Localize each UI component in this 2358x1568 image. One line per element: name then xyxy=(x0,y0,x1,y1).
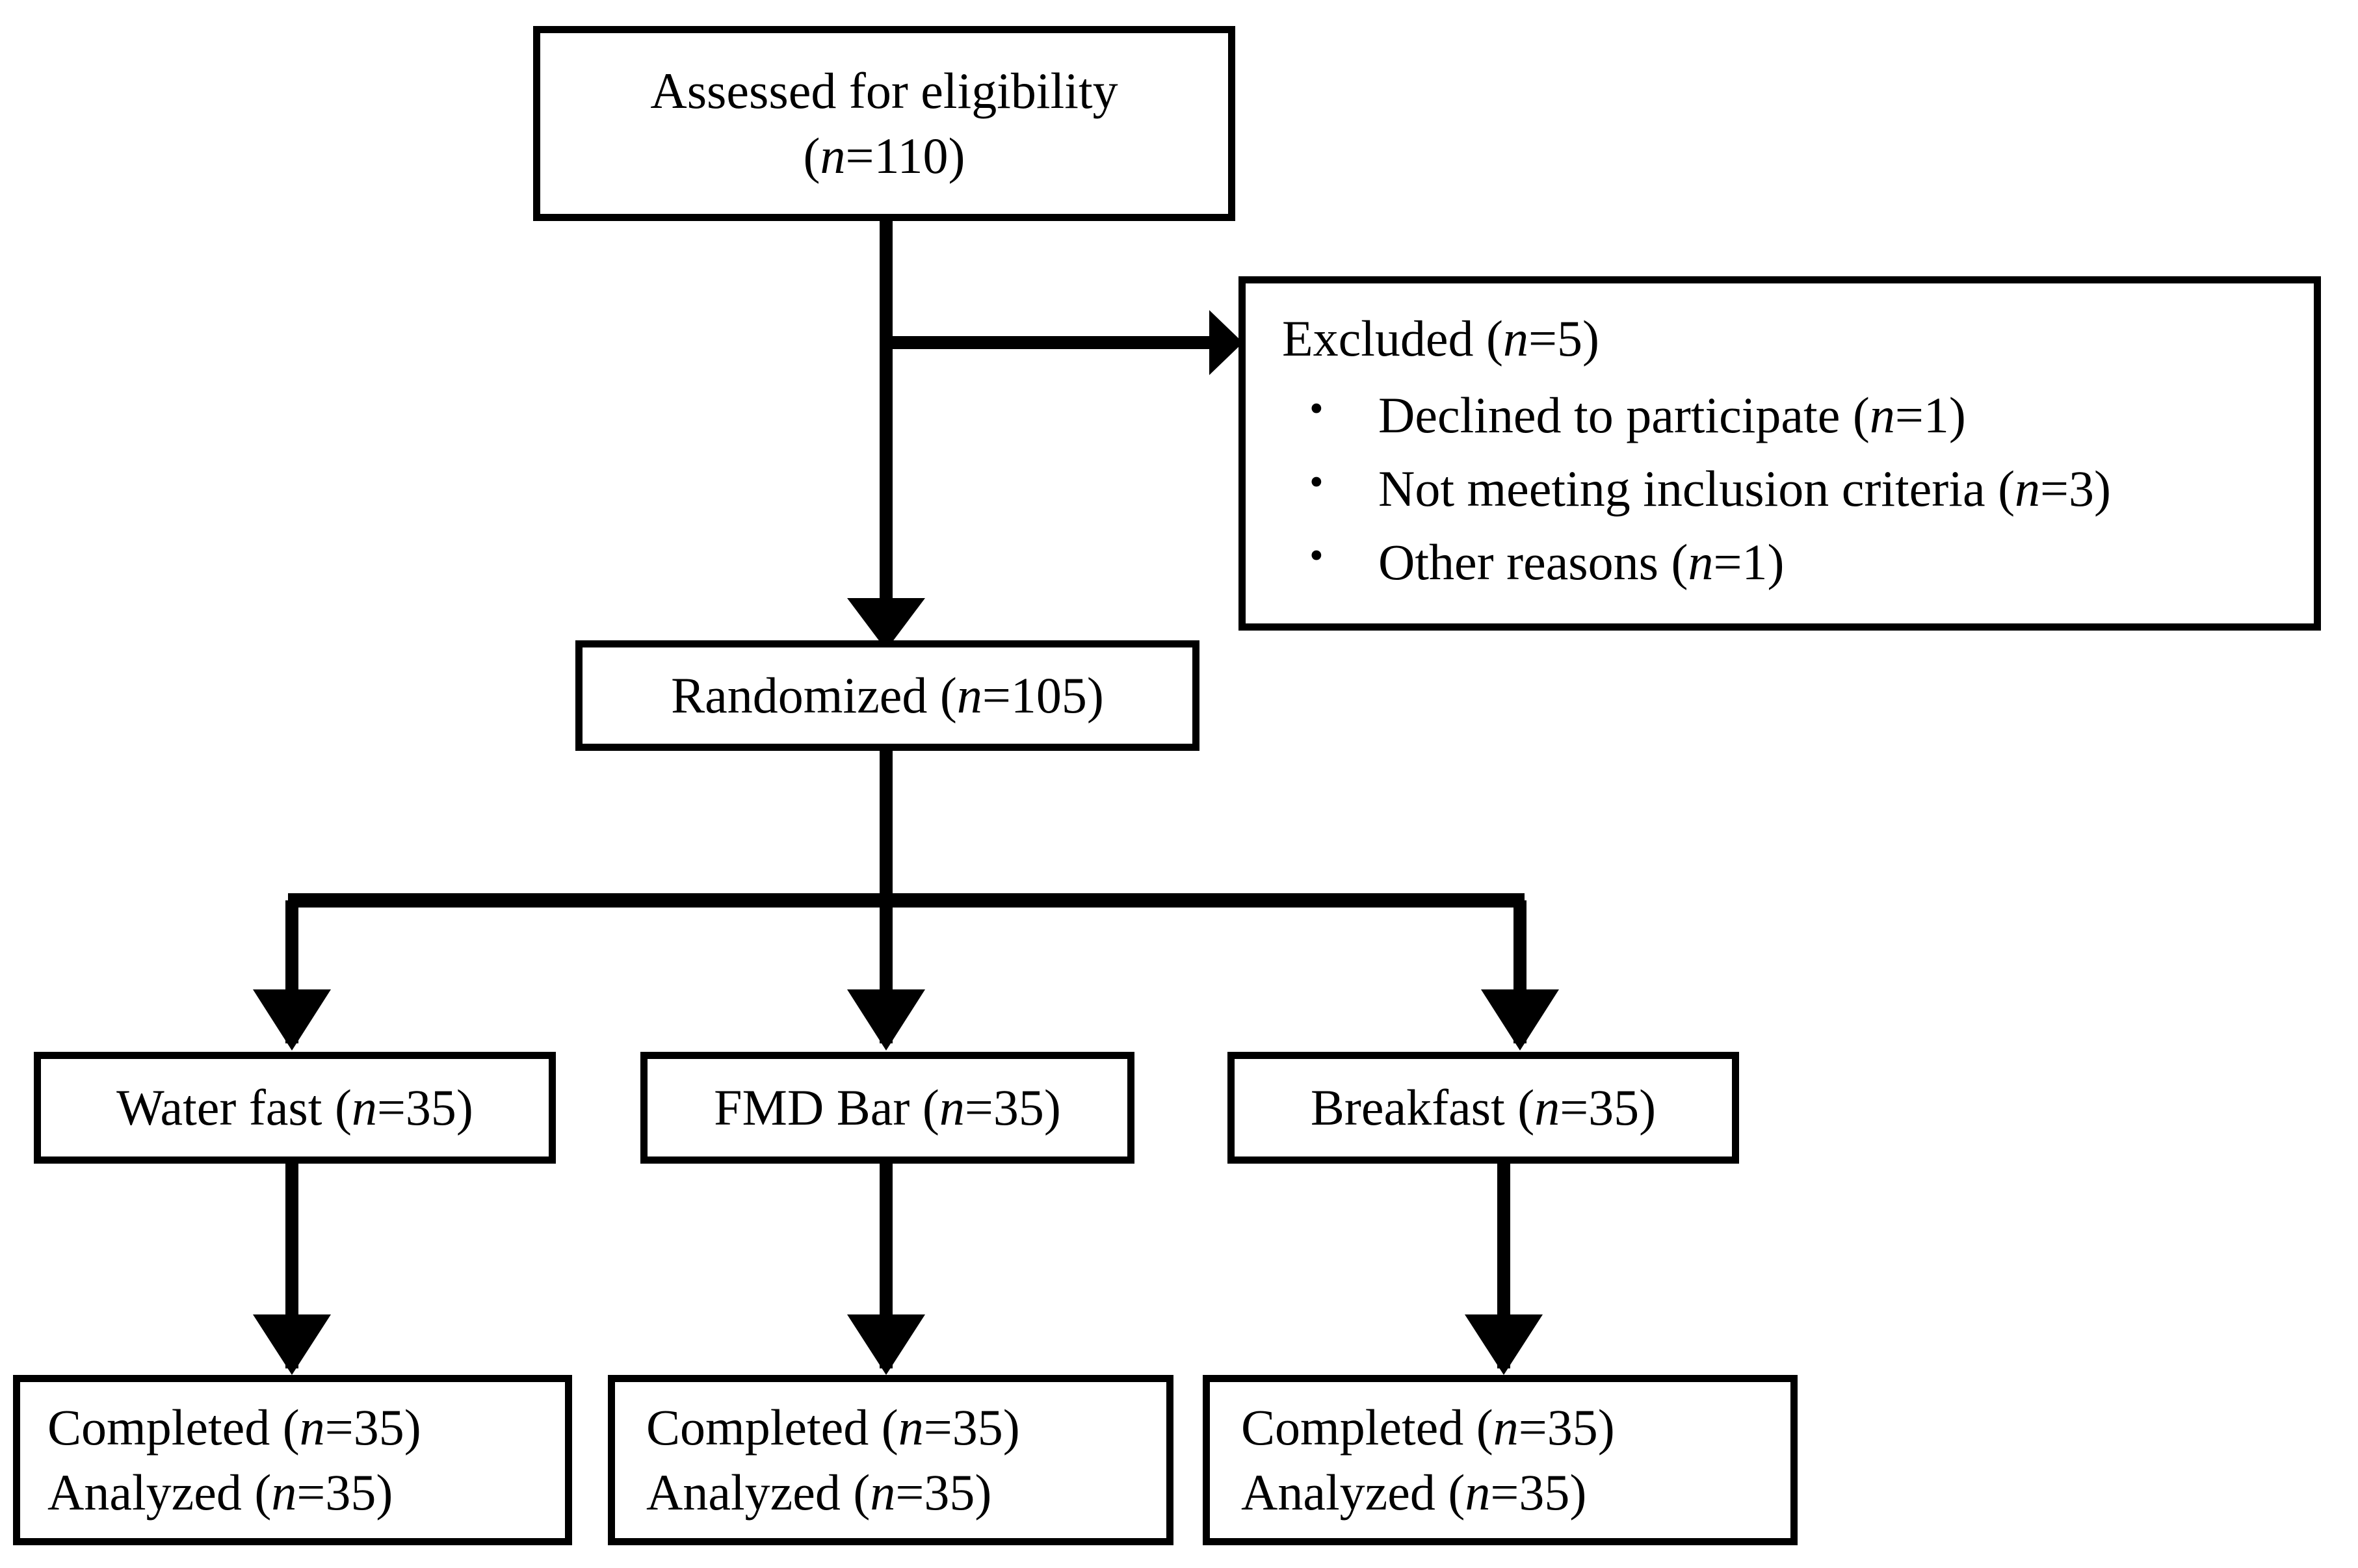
node-arm-water-fast: Water fast (n=35) xyxy=(34,1052,556,1164)
outcome-2-analyzed-n-symbol: n xyxy=(870,1464,896,1521)
node-arm-breakfast: Breakfast (n=35) xyxy=(1227,1052,1739,1164)
arm-water-fast-prefix: Water fast ( xyxy=(116,1079,352,1136)
outcome-3-analyzed-n-symbol: n xyxy=(1465,1464,1491,1521)
arm-breakfast-n-symbol: n xyxy=(1534,1079,1560,1136)
arrowhead-outcome-1 xyxy=(253,1314,331,1375)
outcome-1-analyzed-n-symbol: n xyxy=(271,1464,297,1521)
randomized-label: Randomized (n=105) xyxy=(671,663,1104,728)
outcome-2-completed-n-value: =35) xyxy=(923,1399,1020,1456)
node-excluded: Excluded (n=5) •Declined to participate … xyxy=(1238,276,2321,631)
outcome-1-completed-prefix: Completed ( xyxy=(47,1399,300,1456)
arrowhead-outcome-3 xyxy=(1465,1314,1543,1375)
eligibility-n-symbol: n xyxy=(820,127,846,184)
outcome-2-completed-prefix: Completed ( xyxy=(646,1399,898,1456)
outcome-3-completed-n-symbol: n xyxy=(1493,1399,1519,1456)
node-assessed-for-eligibility: Assessed for eligibility (n=110) xyxy=(533,26,1235,221)
randomized-prefix: Randomized ( xyxy=(671,667,957,724)
outcome-1-completed-n-value: =35) xyxy=(324,1399,421,1456)
arm-fmd-bar-n-symbol: n xyxy=(939,1079,965,1136)
outcome-3-completed: Completed (n=35) xyxy=(1241,1395,1615,1460)
excluded-reason-other-n-value: =1) xyxy=(1713,533,1785,590)
arm-fmd-bar-label: FMD Bar (n=35) xyxy=(714,1075,1061,1140)
node-outcome-fmd-bar: Completed (n=35) Analyzed (n=35) xyxy=(608,1375,1173,1545)
eligibility-title: Assessed for eligibility xyxy=(650,62,1118,120)
excluded-reason-declined-n-value: =1) xyxy=(1894,386,1966,443)
arrowhead-arm-1 xyxy=(253,989,331,1051)
excluded-heading: Excluded (n=5) xyxy=(1282,308,1599,369)
randomized-n-symbol: n xyxy=(956,667,982,724)
outcome-2-completed: Completed (n=35) xyxy=(646,1395,1020,1460)
bullet-icon: • xyxy=(1309,533,1324,578)
arm-fmd-bar-n-value: =35) xyxy=(964,1079,1061,1136)
outcome-3-analyzed-prefix: Analyzed ( xyxy=(1241,1464,1465,1521)
excluded-reasons-list: •Declined to participate (n=1) •Not meet… xyxy=(1282,378,2111,599)
bullet-icon: • xyxy=(1309,460,1324,504)
eligibility-paren-open: ( xyxy=(803,127,820,184)
outcome-1-completed: Completed (n=35) xyxy=(47,1395,421,1460)
outcome-2-analyzed-prefix: Analyzed ( xyxy=(646,1464,871,1521)
node-outcome-water-fast: Completed (n=35) Analyzed (n=35) xyxy=(13,1375,572,1545)
outcome-1-analyzed-prefix: Analyzed ( xyxy=(47,1464,272,1521)
excluded-reason-other: • Other reasons (n=1) xyxy=(1305,525,2111,599)
excluded-reason-not-meeting-criteria-text: Not meeting inclusion criteria ( xyxy=(1378,460,2015,517)
node-outcome-breakfast: Completed (n=35) Analyzed (n=35) xyxy=(1203,1375,1798,1545)
arrowhead-arm-2 xyxy=(847,989,925,1051)
bullet-icon: • xyxy=(1309,386,1324,431)
eligibility-n-value: =110) xyxy=(845,127,965,184)
arrowhead-outcome-2 xyxy=(847,1314,925,1375)
excluded-reason-declined: • Declined to participate (n=1) xyxy=(1305,378,2111,452)
arm-breakfast-n-value: =35) xyxy=(1560,1079,1657,1136)
outcome-3-completed-n-value: =35) xyxy=(1518,1399,1615,1456)
eligibility-count: (n=110) xyxy=(803,124,965,189)
arm-water-fast-n-symbol: n xyxy=(351,1079,377,1136)
excluded-reason-other-text: Other reasons ( xyxy=(1378,533,1688,590)
outcome-1-analyzed: Analyzed (n=35) xyxy=(47,1460,393,1525)
excluded-n-symbol: n xyxy=(1503,310,1529,367)
randomized-n-value: =105) xyxy=(982,667,1104,724)
outcome-2-analyzed-n-value: =35) xyxy=(895,1464,992,1521)
outcome-1-analyzed-n-value: =35) xyxy=(296,1464,393,1521)
arrowhead-arm-3 xyxy=(1481,989,1559,1051)
excluded-heading-prefix: Excluded ( xyxy=(1282,310,1504,367)
outcome-2-analyzed: Analyzed (n=35) xyxy=(646,1460,991,1525)
node-arm-fmd-bar: FMD Bar (n=35) xyxy=(640,1052,1134,1164)
arm-fmd-bar-prefix: FMD Bar ( xyxy=(714,1079,939,1136)
outcome-2-completed-n-symbol: n xyxy=(898,1399,924,1456)
node-randomized: Randomized (n=105) xyxy=(575,640,1199,751)
excluded-reason-other-n-symbol: n xyxy=(1688,533,1714,590)
excluded-reason-not-meeting-criteria-n-symbol: n xyxy=(2015,460,2041,517)
outcome-3-analyzed-n-value: =35) xyxy=(1490,1464,1587,1521)
excluded-reason-declined-n-symbol: n xyxy=(1869,386,1895,443)
outcome-1-completed-n-symbol: n xyxy=(299,1399,325,1456)
excluded-reason-declined-text: Declined to participate ( xyxy=(1378,386,1870,443)
arm-breakfast-label: Breakfast (n=35) xyxy=(1311,1075,1656,1140)
outcome-3-completed-prefix: Completed ( xyxy=(1241,1399,1493,1456)
outcome-3-analyzed: Analyzed (n=35) xyxy=(1241,1460,1586,1525)
excluded-reason-not-meeting-criteria-n-value: =3) xyxy=(2040,460,2112,517)
arm-breakfast-prefix: Breakfast ( xyxy=(1310,1079,1535,1136)
arm-water-fast-n-value: =35) xyxy=(376,1079,473,1136)
excluded-reason-not-meeting-criteria: • Not meeting inclusion criteria (n=3) xyxy=(1305,452,2111,525)
arm-water-fast-label: Water fast (n=35) xyxy=(116,1075,473,1140)
excluded-n-value: =5) xyxy=(1528,310,1599,367)
